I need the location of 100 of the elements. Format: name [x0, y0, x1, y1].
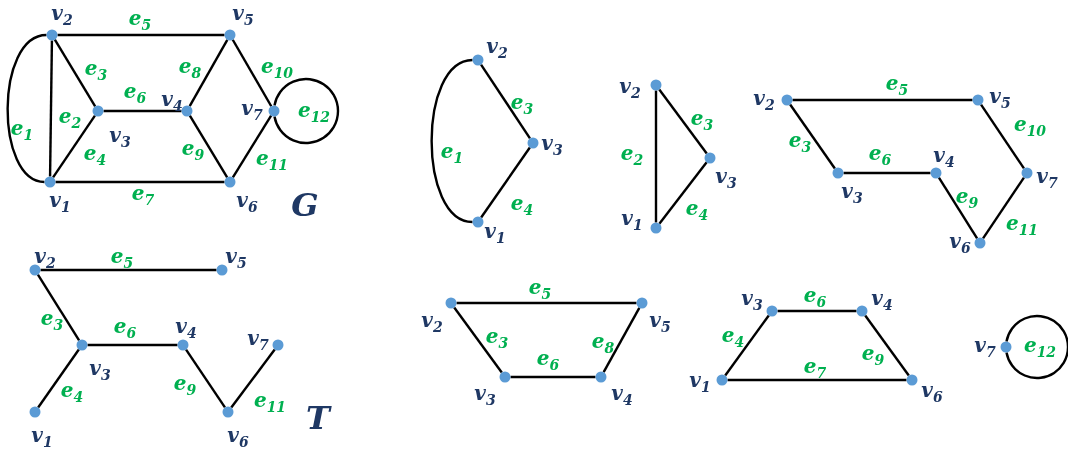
- edge-line: [480, 63, 531, 140]
- vertex-label: v$_{3}$: [715, 166, 737, 190]
- edge-line: [36, 274, 81, 341]
- edge-label: e$_{3}$: [690, 108, 714, 132]
- vertex-label: v$_{2}$: [753, 88, 775, 112]
- vertex-label: v$_{5}$: [649, 310, 671, 334]
- vertex-label: v$_{7}$: [974, 335, 996, 359]
- vertex-label: v$_{5}$: [989, 86, 1011, 110]
- edge-line: [658, 161, 708, 225]
- edge-line: [52, 114, 96, 179]
- edge-line: [789, 103, 836, 170]
- vertex-label: v$_{3}$: [841, 181, 863, 205]
- vertex-label: v$_{2}$: [619, 76, 641, 100]
- edge-label: e$_{7}$: [803, 356, 827, 380]
- vertex-dot: [268, 105, 280, 117]
- edge-line: [602, 307, 641, 373]
- edge-line: [185, 348, 226, 409]
- vertex-dot: [181, 105, 193, 117]
- vertex-dot: [781, 94, 793, 106]
- edge-line: [654, 90, 658, 223]
- edge-line: [510, 375, 596, 379]
- edge-label: e$_{9}$: [955, 186, 979, 210]
- vertex-dot: [1021, 167, 1033, 179]
- edge-line: [53, 39, 97, 107]
- vertex-dot: [650, 222, 662, 234]
- edge-line: [864, 314, 910, 377]
- vertex-label: v$_{3}$: [474, 383, 496, 407]
- edge-label: e$_{9}$: [861, 343, 885, 367]
- vertex-label: v$_{2}$: [486, 36, 508, 60]
- vertex-label: v$_{6}$: [949, 231, 971, 255]
- vertex-label: v$_{2}$: [421, 310, 443, 334]
- edge-label: e$_{6}$: [868, 143, 892, 167]
- vertex-label: v$_{6}$: [921, 380, 943, 404]
- edge-label: e$_{6}$: [536, 348, 560, 372]
- edge-label: e$_{8}$: [591, 331, 615, 355]
- edge-line: [843, 171, 931, 175]
- vertex-dot: [704, 152, 716, 164]
- vertex-dot: [930, 167, 942, 179]
- vertex-dot: [224, 29, 236, 41]
- vertex-dot: [766, 305, 778, 317]
- edge-label: e$_{12}$: [297, 100, 331, 124]
- curved-edge: [6, 33, 47, 184]
- vertex-dot: [595, 371, 607, 383]
- vertex-label: v$_{6}$: [236, 190, 258, 214]
- graph-name-label: G: [291, 189, 319, 221]
- vertex-label: v$_{4}$: [871, 288, 893, 312]
- vertex-dot: [44, 176, 56, 188]
- loop-edge: [273, 77, 340, 145]
- edge-label: e$_{6}$: [123, 81, 147, 105]
- vertex-dot: [527, 137, 539, 149]
- edge-label: e$_{12}$: [1023, 335, 1057, 359]
- vertex-dot: [46, 29, 58, 41]
- vertex-label: v$_{5}$: [225, 246, 247, 270]
- edge-label: e$_{4}$: [510, 193, 534, 217]
- curved-edge: [430, 58, 473, 224]
- edge-label: e$_{1}$: [10, 118, 34, 142]
- vertex-label: v$_{1}$: [49, 190, 71, 214]
- vertex-dot: [832, 167, 844, 179]
- edge-line: [48, 40, 54, 177]
- edge-line: [980, 103, 1025, 170]
- vertex-label: v$_{2}$: [51, 3, 73, 27]
- vertex-label: v$_{1}$: [31, 425, 53, 449]
- vertex-label: v$_{5}$: [232, 3, 254, 27]
- edge-label: e$_{6}$: [803, 285, 827, 309]
- edge-label: e$_{2}$: [58, 106, 82, 130]
- edge-label: e$_{4}$: [60, 380, 84, 404]
- edge-line: [57, 33, 225, 37]
- vertex-label: v$_{1}$: [689, 370, 711, 394]
- vertex-dot: [650, 79, 662, 91]
- vertex-label: v$_{4}$: [611, 383, 633, 407]
- edge-label: e$_{10}$: [1013, 114, 1047, 138]
- graph-name-label: T: [306, 402, 330, 434]
- edge-label: e$_{8}$: [178, 56, 202, 80]
- edge-line: [230, 348, 276, 409]
- vertex-dot: [445, 297, 457, 309]
- edge-line: [982, 176, 1025, 240]
- vertex-label: v$_{1}$: [484, 221, 506, 245]
- edge-label: e$_{4}$: [83, 143, 107, 167]
- vertex-dot: [716, 374, 728, 386]
- edge-label: e$_{4}$: [721, 325, 745, 349]
- edge-line: [937, 177, 979, 239]
- vertex-label: v$_{2}$: [34, 246, 56, 270]
- vertex-dot: [177, 339, 189, 351]
- vertex-dot: [972, 94, 984, 106]
- vertex-dot: [499, 371, 511, 383]
- edge-label: e$_{3}$: [485, 326, 509, 350]
- edge-label: e$_{2}$: [620, 143, 644, 167]
- edge-line: [188, 39, 229, 107]
- vertex-dot: [472, 216, 484, 228]
- edge-label: e$_{5}$: [528, 277, 552, 301]
- edge-label: e$_{4}$: [685, 198, 709, 222]
- vertex-dot: [472, 54, 484, 66]
- vertex-dot: [224, 176, 236, 188]
- vertex-dot: [856, 305, 868, 317]
- vertex-dot: [92, 105, 104, 117]
- edge-label: e$_{1}$: [440, 141, 464, 165]
- vertex-label: v$_{3}$: [541, 133, 563, 157]
- vertex-dot: [29, 264, 41, 276]
- edge-label: e$_{11}$: [1005, 213, 1039, 237]
- edge-line: [480, 146, 531, 219]
